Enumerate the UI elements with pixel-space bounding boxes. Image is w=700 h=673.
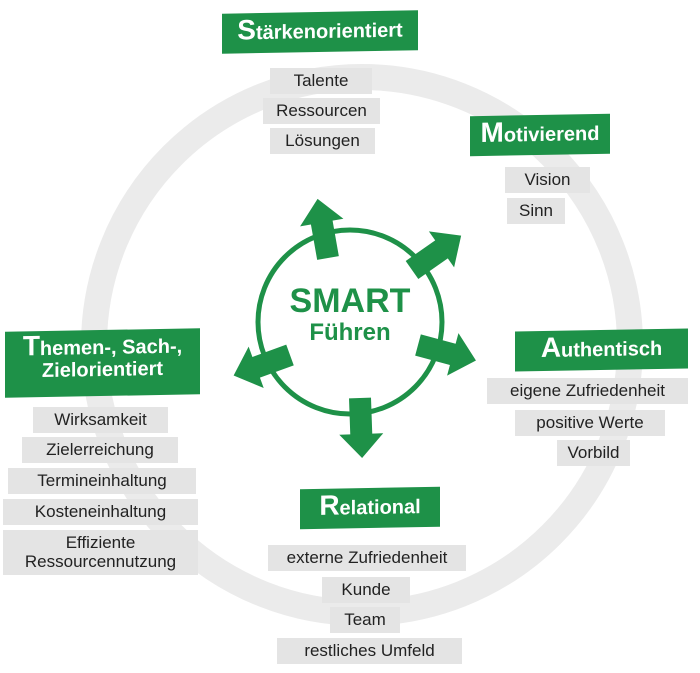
- arrow-left-icon: [233, 344, 294, 388]
- header-staerkenorientiert: Stärkenorientiert: [222, 10, 418, 54]
- arrow-right-icon: [415, 333, 476, 376]
- header-authentisch: Authentisch: [515, 328, 688, 372]
- item-wirksamkeit: Wirksamkeit: [33, 407, 168, 433]
- item-ressourcen: Ressourcen: [263, 98, 380, 124]
- arrow-up-icon: [300, 198, 344, 260]
- item-talente: Talente: [270, 68, 372, 94]
- item-kunde: Kunde: [322, 577, 410, 603]
- item-vorbild: Vorbild: [557, 440, 630, 466]
- header-themen-sach-zielorientiert: Themen-, Sach-,Zielorientiert: [5, 328, 200, 398]
- item-line-2: Ressourcennutzung: [24, 552, 177, 571]
- item-kosteneinhaltung: Kosteneinhaltung: [3, 499, 198, 525]
- item-restliches-umfeld: restliches Umfeld: [277, 638, 462, 664]
- item-line-1: Effiziente: [65, 533, 136, 552]
- item-externe-zufriedenheit: externe Zufriedenheit: [268, 545, 466, 571]
- item-eigene-zufriedenheit: eigene Zufriedenheit: [487, 378, 688, 404]
- center-label: SMART Führen: [270, 283, 430, 347]
- item-vision: Vision: [505, 167, 590, 193]
- header-motivierend: Motivierend: [470, 113, 610, 157]
- center-title: SMART: [289, 282, 411, 320]
- item-positive-werte: positive Werte: [515, 410, 665, 436]
- arrow-down-icon: [339, 397, 384, 458]
- item-zielerreichung: Zielerreichung: [22, 437, 178, 463]
- header-relational: Relational: [300, 486, 440, 530]
- item-termineinhaltung: Termineinhaltung: [8, 468, 196, 494]
- item-sinn: Sinn: [507, 198, 565, 224]
- arrow-upper-right-icon: [405, 231, 462, 280]
- center-subtitle: Führen: [309, 319, 391, 346]
- item-team: Team: [330, 607, 400, 633]
- item-loesungen: Lösungen: [270, 128, 375, 154]
